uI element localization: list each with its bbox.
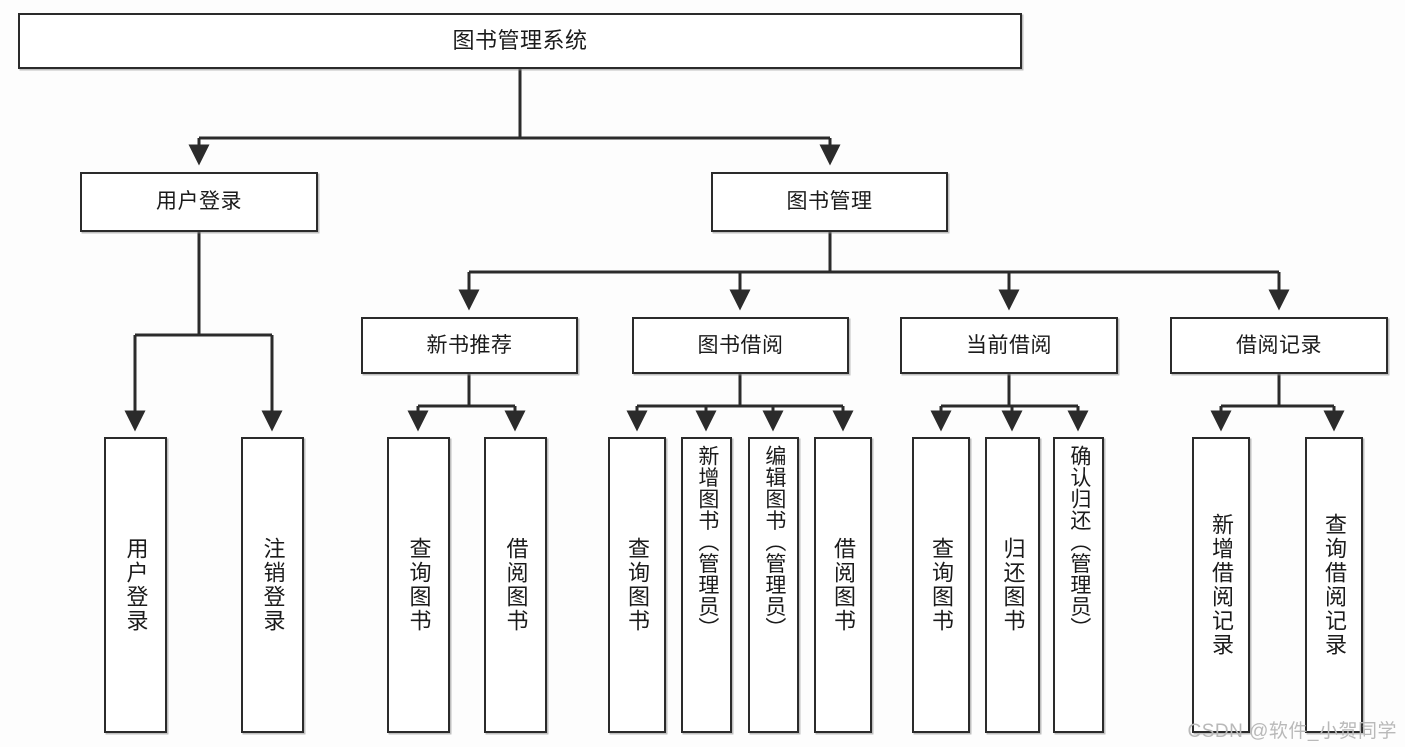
node-book-management[interactable]: 图书管理: [711, 172, 948, 232]
node-label: 查询图书: [624, 537, 650, 633]
edge-current-borrow-to-leaves: [930, 374, 1089, 432]
node-label: 当前借阅: [966, 333, 1052, 357]
leaf-node-logout[interactable]: 注销登录: [241, 437, 304, 733]
leaf-node-query-borrow-record[interactable]: 查询借阅记录: [1305, 437, 1363, 733]
leaf-node-edit-book[interactable]: 编辑图书（管理员）: [748, 437, 799, 733]
node-book-borrow[interactable]: 图书借阅: [632, 317, 849, 374]
leaf-node-borrow-book[interactable]: 借阅图书: [814, 437, 872, 733]
node-root-book-management-system[interactable]: 图书管理系统: [18, 13, 1022, 69]
node-label: 新增图书（管理员）: [695, 445, 719, 639]
node-label: 查询借阅记录: [1321, 513, 1347, 657]
leaf-node-borrow-book-recommend[interactable]: 借阅图书: [484, 437, 547, 733]
leaf-node-query-book-borrow[interactable]: 查询图书: [608, 437, 666, 733]
node-label: 新增借阅记录: [1208, 513, 1234, 657]
leaf-node-query-book-recommend[interactable]: 查询图书: [387, 437, 450, 733]
node-user-login[interactable]: 用户登录: [80, 172, 318, 232]
leaf-node-confirm-return[interactable]: 确认归还（管理员）: [1053, 437, 1104, 733]
node-label: 借阅图书: [503, 537, 529, 633]
node-label: 图书管理系统: [452, 27, 588, 53]
leaf-node-query-book-current[interactable]: 查询图书: [912, 437, 970, 733]
edge-book-management-to-level3: [458, 232, 1290, 311]
node-new-book-recommend[interactable]: 新书推荐: [361, 317, 578, 374]
node-label: 借阅图书: [830, 537, 856, 633]
edge-root-to-level2: [188, 69, 841, 166]
leaf-node-add-borrow-record[interactable]: 新增借阅记录: [1192, 437, 1250, 733]
node-label: 用户登录: [156, 190, 242, 214]
leaf-node-add-book[interactable]: 新增图书（管理员）: [681, 437, 732, 733]
node-label: 图书借阅: [697, 333, 784, 357]
node-label: 查询图书: [406, 537, 432, 633]
node-label: 用户登录: [123, 537, 149, 633]
node-label: 注销登录: [260, 537, 286, 633]
edge-user-login-to-leaves: [124, 232, 283, 432]
node-label: 查询图书: [928, 537, 954, 633]
node-borrow-record[interactable]: 借阅记录: [1170, 317, 1388, 374]
leaf-node-return-book[interactable]: 归还图书: [985, 437, 1040, 733]
edge-new-book-recommend-to-leaves: [407, 374, 526, 432]
node-label: 编辑图书（管理员）: [762, 445, 786, 639]
node-label: 借阅记录: [1236, 333, 1322, 357]
leaf-node-user-login[interactable]: 用户登录: [104, 437, 167, 733]
node-current-borrow[interactable]: 当前借阅: [900, 317, 1118, 374]
node-label: 确认归还（管理员）: [1067, 445, 1091, 639]
node-label: 新书推荐: [426, 333, 513, 357]
node-label: 归还图书: [1000, 537, 1026, 633]
node-label: 图书管理: [786, 190, 873, 214]
edge-book-borrow-to-leaves: [626, 374, 854, 432]
edge-borrow-record-to-leaves: [1210, 374, 1345, 432]
